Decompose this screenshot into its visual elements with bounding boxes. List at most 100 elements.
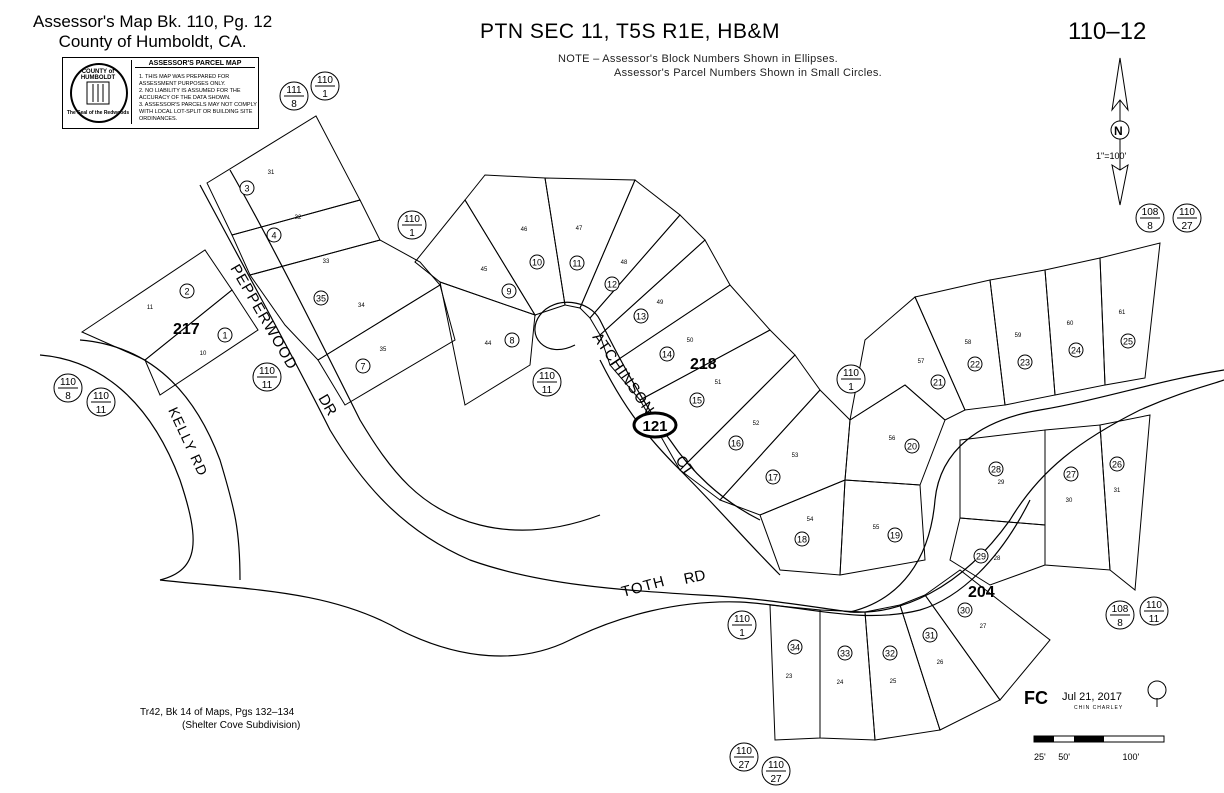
road-edge-line [229, 169, 601, 531]
parcel-number: 2 [184, 287, 189, 297]
road-edge-line [79, 339, 241, 581]
block-label-204: 204 [968, 584, 995, 601]
parcel[interactable]: 110 [200, 327, 233, 357]
parcel-number: 28 [991, 465, 1001, 475]
lot-number: 48 [621, 260, 628, 266]
scale-label-25: 25' [1034, 752, 1046, 762]
revision-stamp: FC Jul 21, 2017 CHIN CHARLEY [1024, 680, 1174, 712]
reference-page: 11 [1149, 614, 1160, 625]
legend-note: 1. THIS MAP WAS PREPARED FOR ASSESSMENT … [139, 74, 230, 87]
map-book-line: Assessor's Map Bk. 110, Pg. 12 [33, 12, 273, 31]
parcel[interactable]: 735 [355, 347, 387, 374]
reference-book: 108 [1112, 604, 1129, 615]
lot-number: 25 [890, 679, 897, 685]
parcel-outline [759, 479, 846, 576]
parcel-number: 4 [271, 231, 276, 241]
road-edge-line [39, 354, 194, 581]
seal-tree-icon [86, 81, 110, 105]
lot-number: 30 [1066, 498, 1073, 504]
parcel-outline [899, 594, 1001, 731]
reference-book: 110 [60, 377, 76, 388]
reference-book: 108 [1142, 207, 1159, 218]
parcel[interactable]: 211 [147, 283, 195, 311]
reference-page: 1 [848, 382, 854, 393]
street-kelly: KELLY RD [165, 405, 211, 479]
lot-number: 23 [786, 674, 793, 680]
scale-label-100: 100' [1122, 752, 1140, 762]
reference-page: 27 [1181, 221, 1193, 232]
parcel[interactable]: 844 [485, 332, 520, 348]
lot-number: 34 [358, 303, 365, 309]
parcel-number: 24 [1071, 346, 1081, 356]
reference-page: 11 [96, 405, 107, 416]
parcel-number: 13 [636, 312, 646, 322]
street-pepperwood: PEPPERWOOD [227, 262, 301, 373]
parcel-number: 7 [360, 362, 365, 372]
map-note: NOTE – Assessor's Block Numbers Shown in… [558, 52, 882, 80]
parcel-number: 15 [692, 396, 702, 406]
parcel[interactable]: 945 [481, 267, 517, 299]
block-ellipse-121 [632, 411, 678, 439]
lot-number: 24 [837, 680, 844, 686]
parcel[interactable]: 331 [239, 170, 275, 196]
street-toth: TOTH [620, 573, 667, 601]
reference-page: 1 [409, 228, 415, 239]
scale-bar [1033, 735, 1165, 743]
reference-book: 110 [1179, 207, 1195, 218]
lot-number: 33 [323, 259, 330, 265]
parcel-outline [849, 296, 966, 422]
tract-line: Tr42, Bk 14 of Maps, Pgs 132–134 [140, 707, 295, 718]
parcel-number: 3 [244, 184, 249, 194]
parcel-number: 10 [532, 258, 542, 268]
parcel-outline [1044, 257, 1106, 396]
block-label-218: 218 [690, 356, 717, 373]
parcel[interactable]: 432 [266, 215, 302, 243]
road-edge-line [199, 184, 1224, 613]
reference-book: 110 [539, 371, 555, 382]
road-edge-line [534, 301, 761, 521]
reference-page: 1 [739, 628, 745, 639]
reference-book: 110 [259, 366, 275, 377]
